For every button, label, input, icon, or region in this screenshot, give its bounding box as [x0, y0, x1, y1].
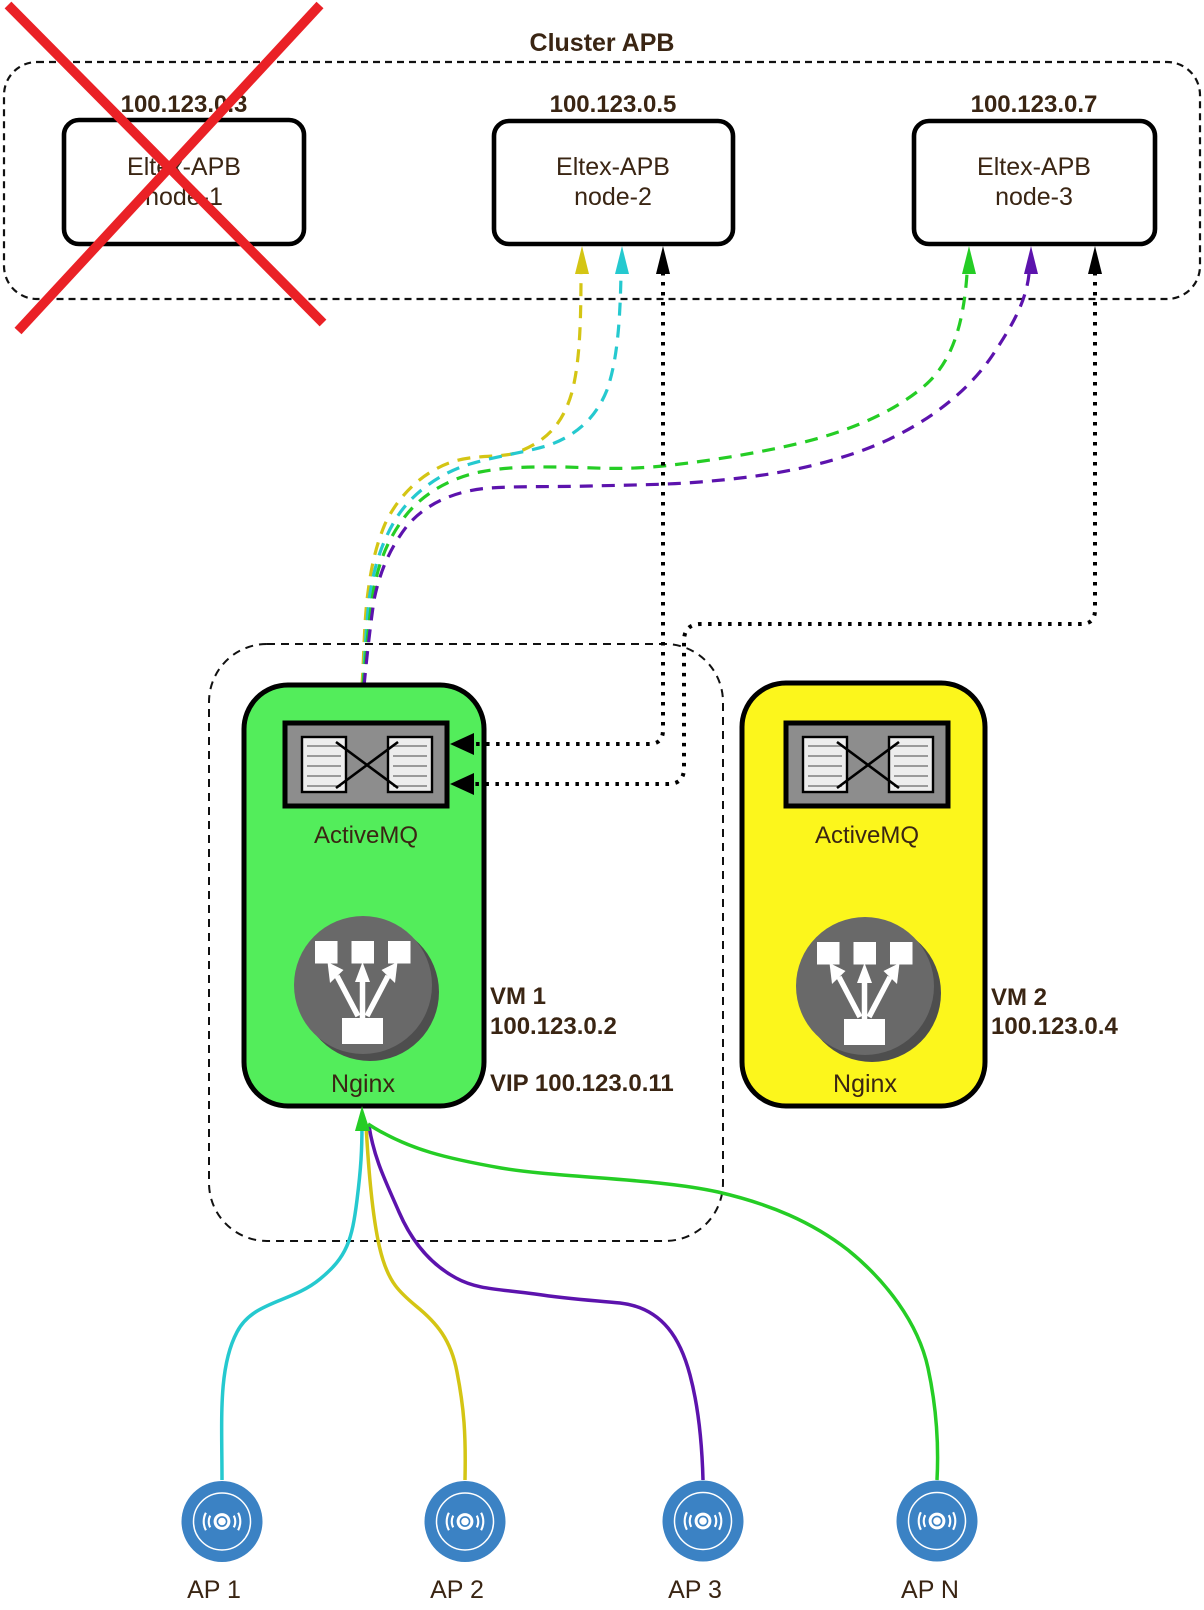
svg-text:100.123.0.7: 100.123.0.7 — [971, 91, 1098, 118]
svg-text:AP 2: AP 2 — [430, 1576, 484, 1604]
svg-text:VIP 100.123.0.11: VIP 100.123.0.11 — [490, 1070, 674, 1097]
svg-text:AP 3: AP 3 — [668, 1576, 722, 1604]
svg-text:Nginx: Nginx — [833, 1070, 897, 1098]
svg-text:ActiveMQ: ActiveMQ — [815, 822, 919, 849]
svg-text:100.123.0.2: 100.123.0.2 — [490, 1013, 617, 1040]
svg-text:100.123.0.5: 100.123.0.5 — [550, 91, 677, 118]
svg-text:Cluster APB: Cluster APB — [530, 29, 675, 57]
svg-text:node-2: node-2 — [574, 183, 652, 211]
svg-text:AP 1: AP 1 — [187, 1576, 241, 1604]
svg-text:100.123.0.4: 100.123.0.4 — [991, 1013, 1118, 1040]
svg-text:ActiveMQ: ActiveMQ — [314, 822, 418, 849]
svg-text:node-3: node-3 — [995, 183, 1073, 211]
svg-text:Nginx: Nginx — [331, 1070, 395, 1098]
svg-text:VM 1: VM 1 — [490, 983, 546, 1010]
svg-text:VM 2: VM 2 — [991, 984, 1047, 1011]
svg-text:Eltex-APB: Eltex-APB — [556, 153, 670, 181]
svg-text:Eltex-APB: Eltex-APB — [977, 153, 1091, 181]
svg-text:AP N: AP N — [901, 1576, 959, 1604]
